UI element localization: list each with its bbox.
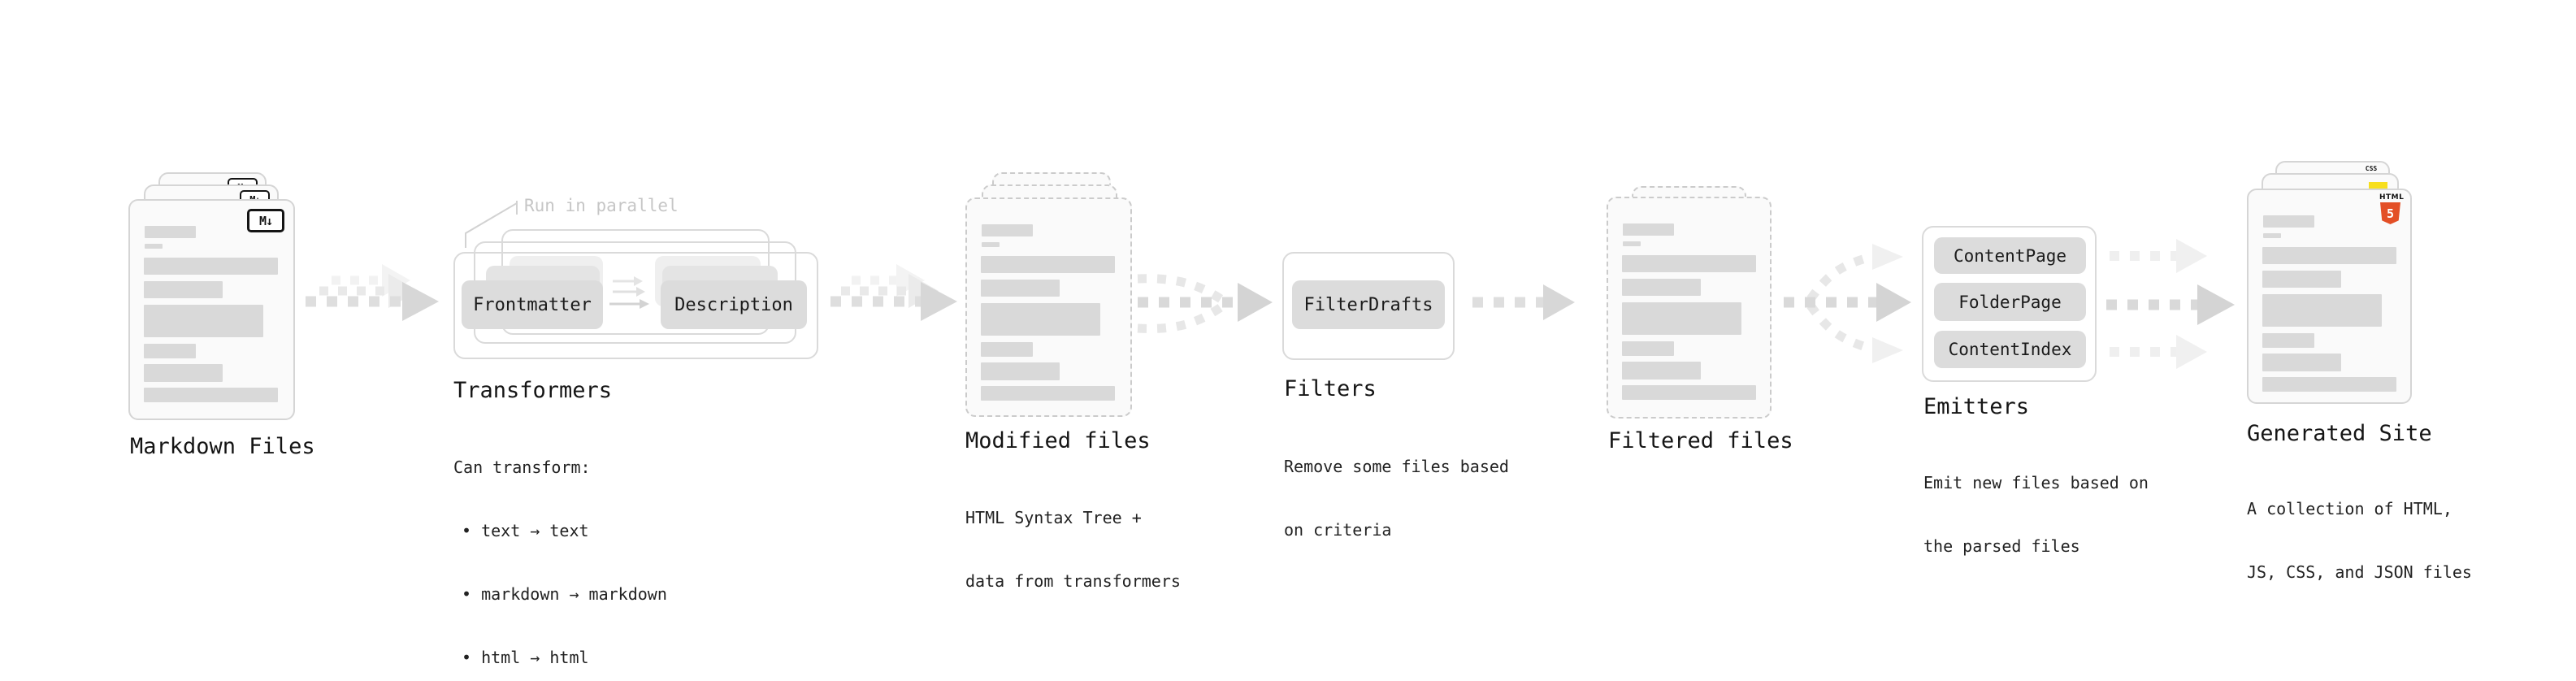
arrow-transformers-to-modified	[830, 264, 957, 321]
filters-description: Remove some files based on criteria	[1284, 414, 1509, 583]
modified-files-description: HTML Syntax Tree + data from transformer…	[965, 465, 1181, 634]
css-icon-label: CSS	[2365, 165, 2378, 172]
text-line-bar	[981, 280, 1060, 297]
text-line-bar	[144, 258, 278, 275]
transformer-frontmatter-box: Frontmatter	[462, 280, 603, 329]
transformer-description-box: Description	[661, 280, 807, 329]
emitters-container	[1922, 226, 2097, 382]
arrow-modified-to-filters	[1137, 274, 1273, 333]
modified-files-label: Modified files	[965, 428, 1151, 453]
text-line-bar	[982, 224, 1033, 236]
text-line-bar	[144, 281, 223, 298]
text-line-bar	[981, 342, 1033, 357]
markdown-file-card-front: M↓	[128, 199, 295, 420]
transformers-desc-line: Can transform:	[453, 458, 591, 477]
text-line-bar	[1622, 341, 1674, 356]
arrow-markdown-to-transformers	[306, 264, 439, 321]
generated-site-description: A collection of HTML, JS, CSS, and JSON …	[2247, 456, 2472, 625]
text-line-bar	[145, 244, 163, 249]
text-line-bar	[2262, 354, 2341, 371]
html5-icon-label: HTML	[2379, 193, 2405, 202]
markdown-files-label: Markdown Files	[130, 434, 315, 459]
text-line-bar	[2262, 271, 2341, 288]
generated-site-desc-line: JS, CSS, and JSON files	[2247, 562, 2472, 582]
text-line-bar	[2262, 247, 2396, 264]
text-line-bar	[981, 386, 1115, 401]
text-line-bar	[144, 305, 263, 337]
arrow-filtered-to-emitters	[1784, 244, 1911, 363]
filters-label: Filters	[1284, 376, 1377, 401]
text-line-bar	[144, 388, 278, 402]
filters-container	[1282, 252, 1455, 360]
text-line-bar	[1622, 362, 1701, 380]
run-in-parallel-annotation: Run in parallel	[524, 196, 679, 215]
emitters-label: Emitters	[1923, 394, 2030, 419]
text-line-bar	[1623, 223, 1674, 236]
text-line-bar	[1622, 279, 1701, 296]
emitters-desc-line: Emit new files based on	[1923, 473, 2149, 492]
text-line-bar	[145, 226, 196, 238]
emitter-contentpage-box: ContentPage	[1934, 237, 2086, 274]
generated-site-desc-line: A collection of HTML,	[2247, 499, 2452, 518]
text-line-bar	[981, 303, 1100, 336]
transformers-label: Transformers	[453, 378, 613, 403]
transformers-desc-bullet: • html → html	[462, 648, 589, 667]
transformer-container-front	[453, 252, 818, 359]
html5-shield-number: 5	[2386, 206, 2395, 221]
text-line-bar	[2262, 377, 2396, 392]
text-line-bar	[2263, 233, 2281, 238]
transformers-desc-bullet: • text → text	[462, 521, 589, 540]
text-line-bar	[2262, 294, 2382, 327]
javascript-icon	[2369, 182, 2387, 191]
transformers-desc-bullet: • markdown → markdown	[462, 584, 667, 604]
emitters-desc-line: the parsed files	[1923, 536, 2080, 556]
modified-files-desc-line: data from transformers	[965, 571, 1181, 591]
emitter-contentindex-box: ContentIndex	[1934, 331, 2086, 368]
arrows-emitters-to-generated	[2106, 239, 2235, 369]
text-line-bar	[144, 364, 223, 382]
text-line-bar	[1623, 241, 1641, 246]
transformers-description: Can transform: • text → text • markdown …	[453, 414, 667, 681]
html5-shield: 5	[2380, 202, 2400, 224]
text-line-bar	[981, 256, 1115, 273]
modified-file-card-front	[965, 197, 1132, 417]
generated-site-label: Generated Site	[2247, 421, 2432, 446]
text-line-bar	[1622, 302, 1741, 335]
text-line-bar	[981, 362, 1060, 380]
filters-desc-line: Remove some files based	[1284, 457, 1509, 476]
text-line-bar	[1622, 255, 1756, 272]
parallel-run-arrows	[609, 276, 649, 309]
text-line-bar	[2263, 215, 2314, 228]
arrow-filters-to-filtered	[1472, 284, 1575, 320]
filtered-file-card-front	[1607, 197, 1772, 419]
text-line-bar	[1622, 385, 1756, 400]
text-line-bar	[2262, 333, 2314, 348]
html5-icon: HTML 5	[2379, 193, 2405, 224]
filtered-files-label: Filtered files	[1608, 428, 1793, 453]
generated-html-file-card: HTML 5	[2247, 189, 2412, 404]
modified-files-desc-line: HTML Syntax Tree +	[965, 508, 1142, 527]
filters-desc-line: on criteria	[1284, 520, 1392, 540]
text-line-bar	[982, 242, 1000, 247]
run-in-parallel-leader	[465, 201, 518, 248]
text-line-bar	[144, 344, 196, 358]
emitter-folderpage-box: FolderPage	[1934, 283, 2086, 321]
markdown-icon: M↓	[247, 209, 284, 232]
filter-filterdrafts-box: FilterDrafts	[1292, 280, 1445, 329]
emitters-description: Emit new files based on the parsed files	[1923, 430, 2149, 599]
